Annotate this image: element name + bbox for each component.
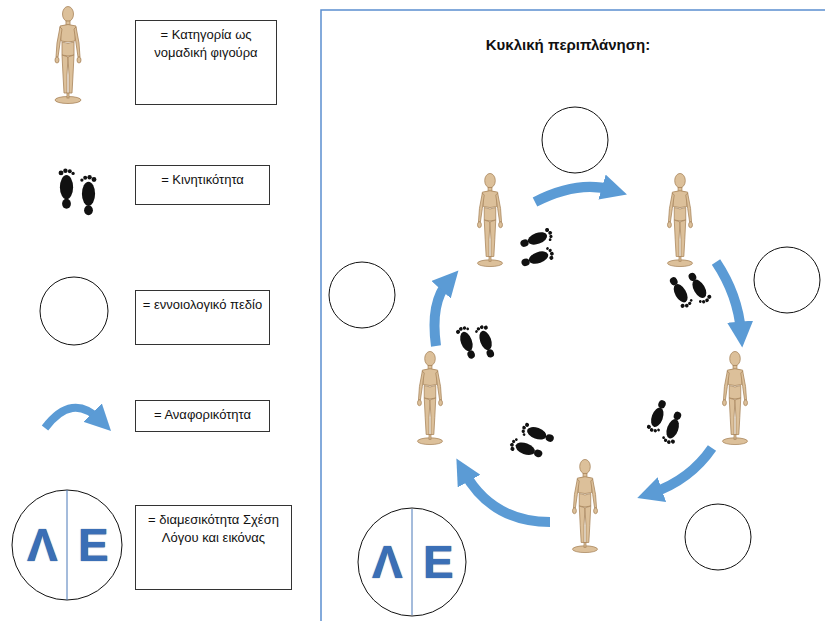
mannequin-figure — [573, 459, 598, 552]
le-letter: Ε — [423, 539, 454, 585]
legend-text: = Κατηγορία ως νομαδική φιγούρα — [142, 26, 270, 61]
mannequin-figure — [478, 173, 503, 266]
legend-text: = Κινητικότητα — [142, 171, 263, 189]
divider — [67, 490, 68, 600]
legend-box: = Κινητικότητα — [135, 165, 270, 205]
field-circle — [542, 107, 608, 173]
legend-text: = εννοιολογικό πεδίο — [142, 296, 263, 314]
footprints — [455, 227, 713, 463]
legend-text: = Αναφορικότητα — [142, 406, 263, 424]
field-circle — [329, 262, 395, 328]
le-circle: ΛΕ — [357, 507, 467, 617]
mannequin-figure — [668, 173, 693, 266]
mannequin-figure — [723, 351, 748, 444]
diagram-title: Κυκλική περιπλάνηση: — [418, 36, 718, 53]
le-circle-icon — [12, 490, 122, 600]
footprints-icon — [59, 169, 97, 216]
legend-box: = Κατηγορία ως νομαδική φιγούρα — [135, 20, 277, 105]
field-circle — [754, 247, 820, 313]
le-letter: Ε — [78, 522, 109, 568]
mannequin-figure — [418, 351, 443, 444]
le-letter: Λ — [27, 522, 58, 568]
panel-border — [321, 10, 825, 621]
field-circle-icon — [40, 277, 108, 345]
legend-box: = Αναφορικότητα — [135, 400, 270, 432]
le-letter: Λ — [372, 539, 403, 585]
curved-arrow-icon — [45, 408, 100, 428]
mannequin-icon — [55, 7, 81, 104]
legend-text: = διαμεσικότητα Σχέση Λόγου και εικόνας — [142, 511, 285, 546]
legend-box: = διαμεσικότητα Σχέση Λόγου και εικόνας — [135, 505, 292, 590]
legend-box: = εννοιολογικό πεδίο — [135, 290, 270, 345]
field-circle — [685, 504, 751, 570]
